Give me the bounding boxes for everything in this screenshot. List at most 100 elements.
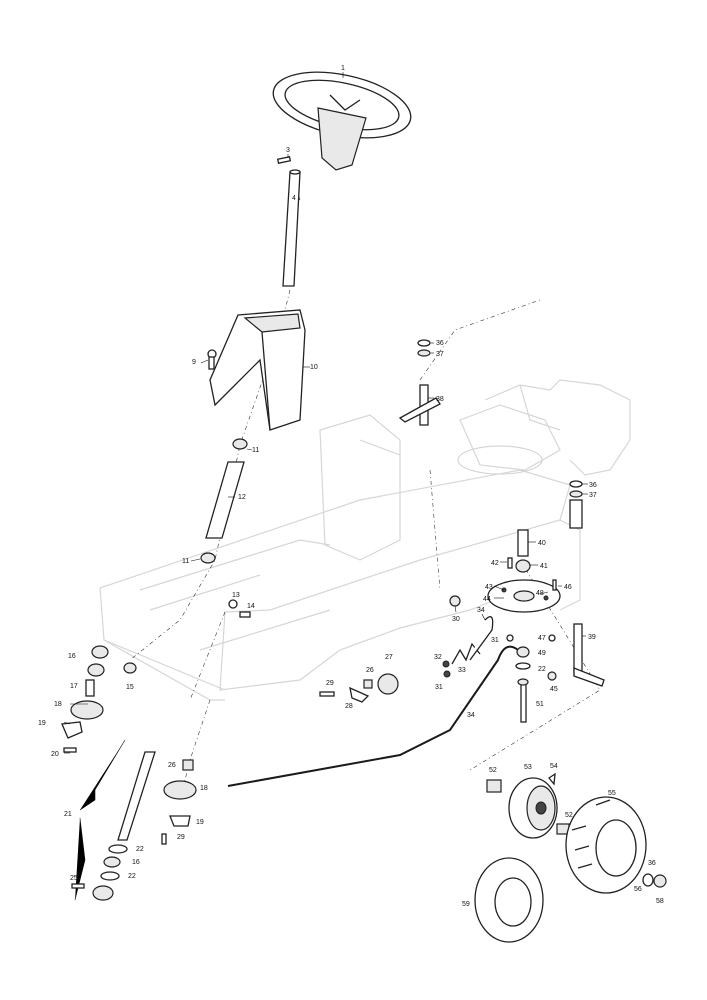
label-p36a: 36: [436, 340, 444, 347]
bushing-16-upper: [91, 645, 109, 659]
label-p52b: 52: [565, 812, 573, 819]
collar: [92, 885, 114, 901]
label-p34a: 34: [477, 607, 485, 614]
label-p42: 42: [491, 560, 499, 567]
label-p30: 30: [452, 616, 460, 623]
label-p52a: 52: [489, 767, 497, 774]
bushing-52-left: [486, 779, 502, 793]
rim: [508, 777, 558, 839]
nut-31: [443, 670, 451, 678]
bolt: [207, 349, 217, 370]
bolt-small: [239, 611, 251, 618]
lever: [398, 384, 441, 426]
bushing-26-lower: [182, 759, 194, 771]
label-p16b: 16: [132, 859, 140, 866]
control-rod-upper: [469, 616, 494, 661]
label-p49: 49: [538, 650, 546, 657]
label-p51: 51: [536, 701, 544, 708]
washer-47: [548, 634, 556, 642]
label-p10: 10: [310, 364, 318, 371]
label-p16a: 16: [68, 653, 76, 660]
spindle-40: [517, 529, 529, 557]
bushing-lower: [200, 552, 216, 564]
screw-42: [507, 557, 513, 569]
label-p41: 41: [540, 563, 548, 570]
spring: [451, 642, 481, 665]
label-p39: 39: [588, 634, 596, 641]
washer-22-right: [515, 662, 531, 670]
label-p47: 47: [538, 635, 546, 642]
label-p20: 20: [51, 751, 59, 758]
assembly-lines: [129, 289, 601, 801]
label-p48: 48: [536, 590, 544, 597]
control-rod: [227, 645, 519, 787]
label-p21: 21: [64, 811, 72, 818]
washer: [228, 599, 238, 609]
clip-36-right: [569, 480, 583, 488]
washer-37-top: [417, 349, 431, 357]
label-p11a: 11: [252, 447, 259, 454]
bushing-upper: [232, 438, 248, 450]
bolt-29: [319, 691, 335, 697]
label-p44: 44: [483, 596, 491, 603]
spindle-arm: [573, 623, 605, 687]
label-p28: 28: [345, 703, 353, 710]
pin: [276, 156, 292, 164]
label-p56: 56: [634, 886, 642, 893]
label-p36c: 36: [648, 860, 656, 867]
nut-31-right: [506, 634, 514, 642]
label-p40: 40: [538, 540, 546, 547]
cap: [449, 595, 461, 607]
long-bolt: [517, 678, 529, 723]
label-p18b: 18: [200, 785, 208, 792]
label-p22a: 22: [136, 846, 144, 853]
label-p18a: 18: [54, 701, 62, 708]
leader-lines: [63, 72, 588, 754]
label-p9: 9: [192, 359, 196, 366]
label-p22c: 22: [538, 666, 546, 673]
washer-22-lower: [100, 871, 120, 881]
sprocket: [377, 673, 399, 695]
steering-plate: [487, 579, 561, 613]
washer-56: [642, 873, 654, 887]
washer-37-right: [569, 490, 583, 498]
label-p34b: 34: [467, 712, 475, 719]
bushing-49: [516, 646, 530, 658]
chassis-frame: [99, 379, 631, 701]
screw: [63, 747, 77, 753]
bracket: [61, 721, 83, 739]
label-p37a: 37: [436, 351, 444, 358]
label-p22b: 22: [128, 873, 136, 880]
cap-41: [515, 559, 531, 573]
label-p59: 59: [462, 901, 470, 908]
label-p1: 1: [341, 65, 345, 72]
label-p45: 45: [550, 686, 558, 693]
roll-pin: [71, 883, 85, 889]
label-p55: 55: [608, 790, 616, 797]
cap-58: [653, 874, 667, 888]
label-p26a: 26: [168, 762, 176, 769]
label-p12: 12: [238, 494, 246, 501]
washer-22-upper: [108, 844, 128, 854]
steering-tube: [205, 461, 245, 539]
screw-46: [552, 579, 557, 591]
label-p37b: 37: [589, 492, 597, 499]
clip-36-top: [417, 339, 431, 347]
steering-console: [209, 309, 306, 431]
nut-32: [442, 660, 450, 668]
bracket-28: [349, 686, 370, 703]
label-p38: 38: [436, 396, 444, 403]
bushing-16-lower: [87, 663, 105, 677]
steering-wheel: [272, 71, 412, 171]
label-p17: 17: [70, 683, 78, 690]
label-p53: 53: [524, 764, 532, 771]
label-p58: 58: [656, 898, 664, 905]
label-p19b: 19: [196, 819, 204, 826]
label-p15: 15: [126, 684, 134, 691]
label-p19a: 19: [38, 720, 46, 727]
label-p31a: 31: [435, 684, 443, 691]
gear-segment: [70, 700, 104, 720]
label-p25: 25: [70, 875, 78, 882]
label-p4: 4: [292, 195, 296, 202]
gear-segment-lower: [163, 780, 197, 800]
